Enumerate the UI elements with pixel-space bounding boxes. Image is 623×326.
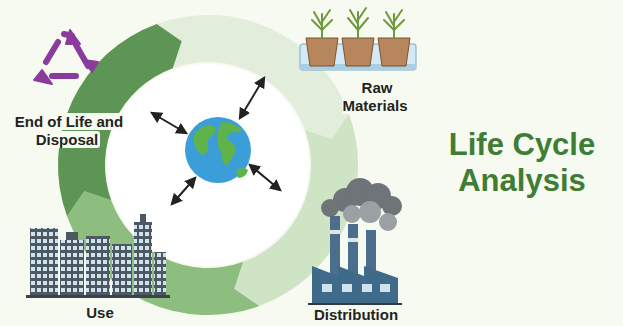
stage-label-text: Distribution [312,306,400,323]
stage-label: End of Life and Disposal [6,113,130,149]
plant-pots-icon [300,8,416,70]
diagram-title: Life Cycle Analysis [427,127,617,199]
stage-label-text: Raw Materials [342,79,409,114]
city-buildings-icon [26,214,170,298]
globe-arrows [152,78,280,204]
stage-label: Use [70,304,130,322]
stage-label: Raw Materials [328,79,424,115]
stage-label-text: Use [84,304,116,321]
stage-label: Distribution [291,306,421,324]
stage-label-text: End of Life and Disposal [13,113,123,148]
factory-icon [308,178,402,305]
globe [185,117,251,183]
recycle-icon [34,30,98,84]
